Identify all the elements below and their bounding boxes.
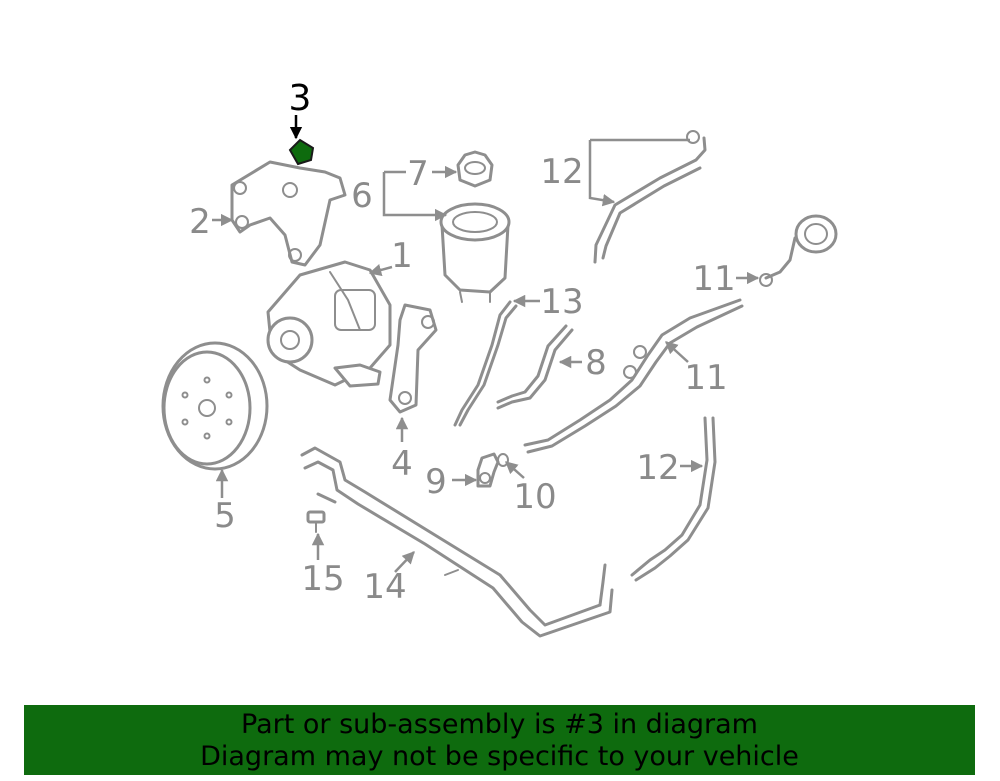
callout-14-leader (394, 551, 415, 573)
part-3-bushing[interactable] (288, 138, 315, 166)
part-10-seal[interactable] (497, 453, 509, 467)
part-15-bolt[interactable] (306, 510, 326, 533)
callout-5: 5 (214, 496, 236, 536)
part-2-bracket[interactable] (230, 160, 347, 267)
callout-1: 1 (391, 236, 413, 276)
callout-10-leader (505, 461, 525, 479)
part-9-fitting[interactable] (476, 452, 500, 488)
callout-12a: 12 (540, 152, 583, 192)
callout-13: 13 (540, 282, 583, 322)
part-12-lower-hose[interactable] (630, 416, 717, 582)
callout-2: 2 (189, 202, 211, 242)
part-12-upper-hose[interactable] (593, 130, 707, 264)
part-13-line[interactable] (453, 300, 518, 427)
part-8-hose[interactable] (496, 324, 574, 410)
part-4-support[interactable] (388, 303, 438, 414)
banner-line-1: Part or sub-assembly is #3 in diagram (241, 709, 758, 740)
part-1-pump[interactable] (266, 260, 392, 388)
callout-8: 8 (585, 343, 607, 383)
callout-1-leader (368, 264, 393, 277)
callout-15: 15 (301, 559, 344, 599)
callout-11b: 11 (684, 358, 727, 398)
callout-10: 10 (513, 477, 556, 517)
part-6-reservoir[interactable] (439, 202, 511, 303)
info-banner: Part or sub-assembly is #3 in diagram Di… (24, 705, 975, 775)
callout-12a-leader (588, 140, 616, 207)
part-5-pulley[interactable] (161, 341, 269, 471)
callout-11a: 11 (692, 259, 735, 299)
part-11-sensor-line[interactable] (759, 214, 838, 287)
part-14-cooler-line[interactable] (300, 446, 614, 638)
callout-14: 14 (363, 567, 406, 607)
callout-7: 7 (407, 154, 429, 194)
callout-11b-leader (665, 341, 689, 363)
callout-3: 3 (289, 78, 312, 119)
part-7-cap[interactable] (456, 150, 494, 188)
parts-diagram: 3 2 1 5 4 (161, 78, 838, 638)
callout-12b: 12 (636, 448, 679, 488)
callout-9: 9 (425, 462, 447, 502)
banner-line-2: Diagram may not be specific to your vehi… (200, 741, 799, 772)
callout-4: 4 (391, 444, 413, 484)
callout-6-leader (382, 172, 448, 222)
part-11-pressure-line[interactable] (523, 298, 744, 454)
callout-6: 6 (351, 176, 373, 216)
